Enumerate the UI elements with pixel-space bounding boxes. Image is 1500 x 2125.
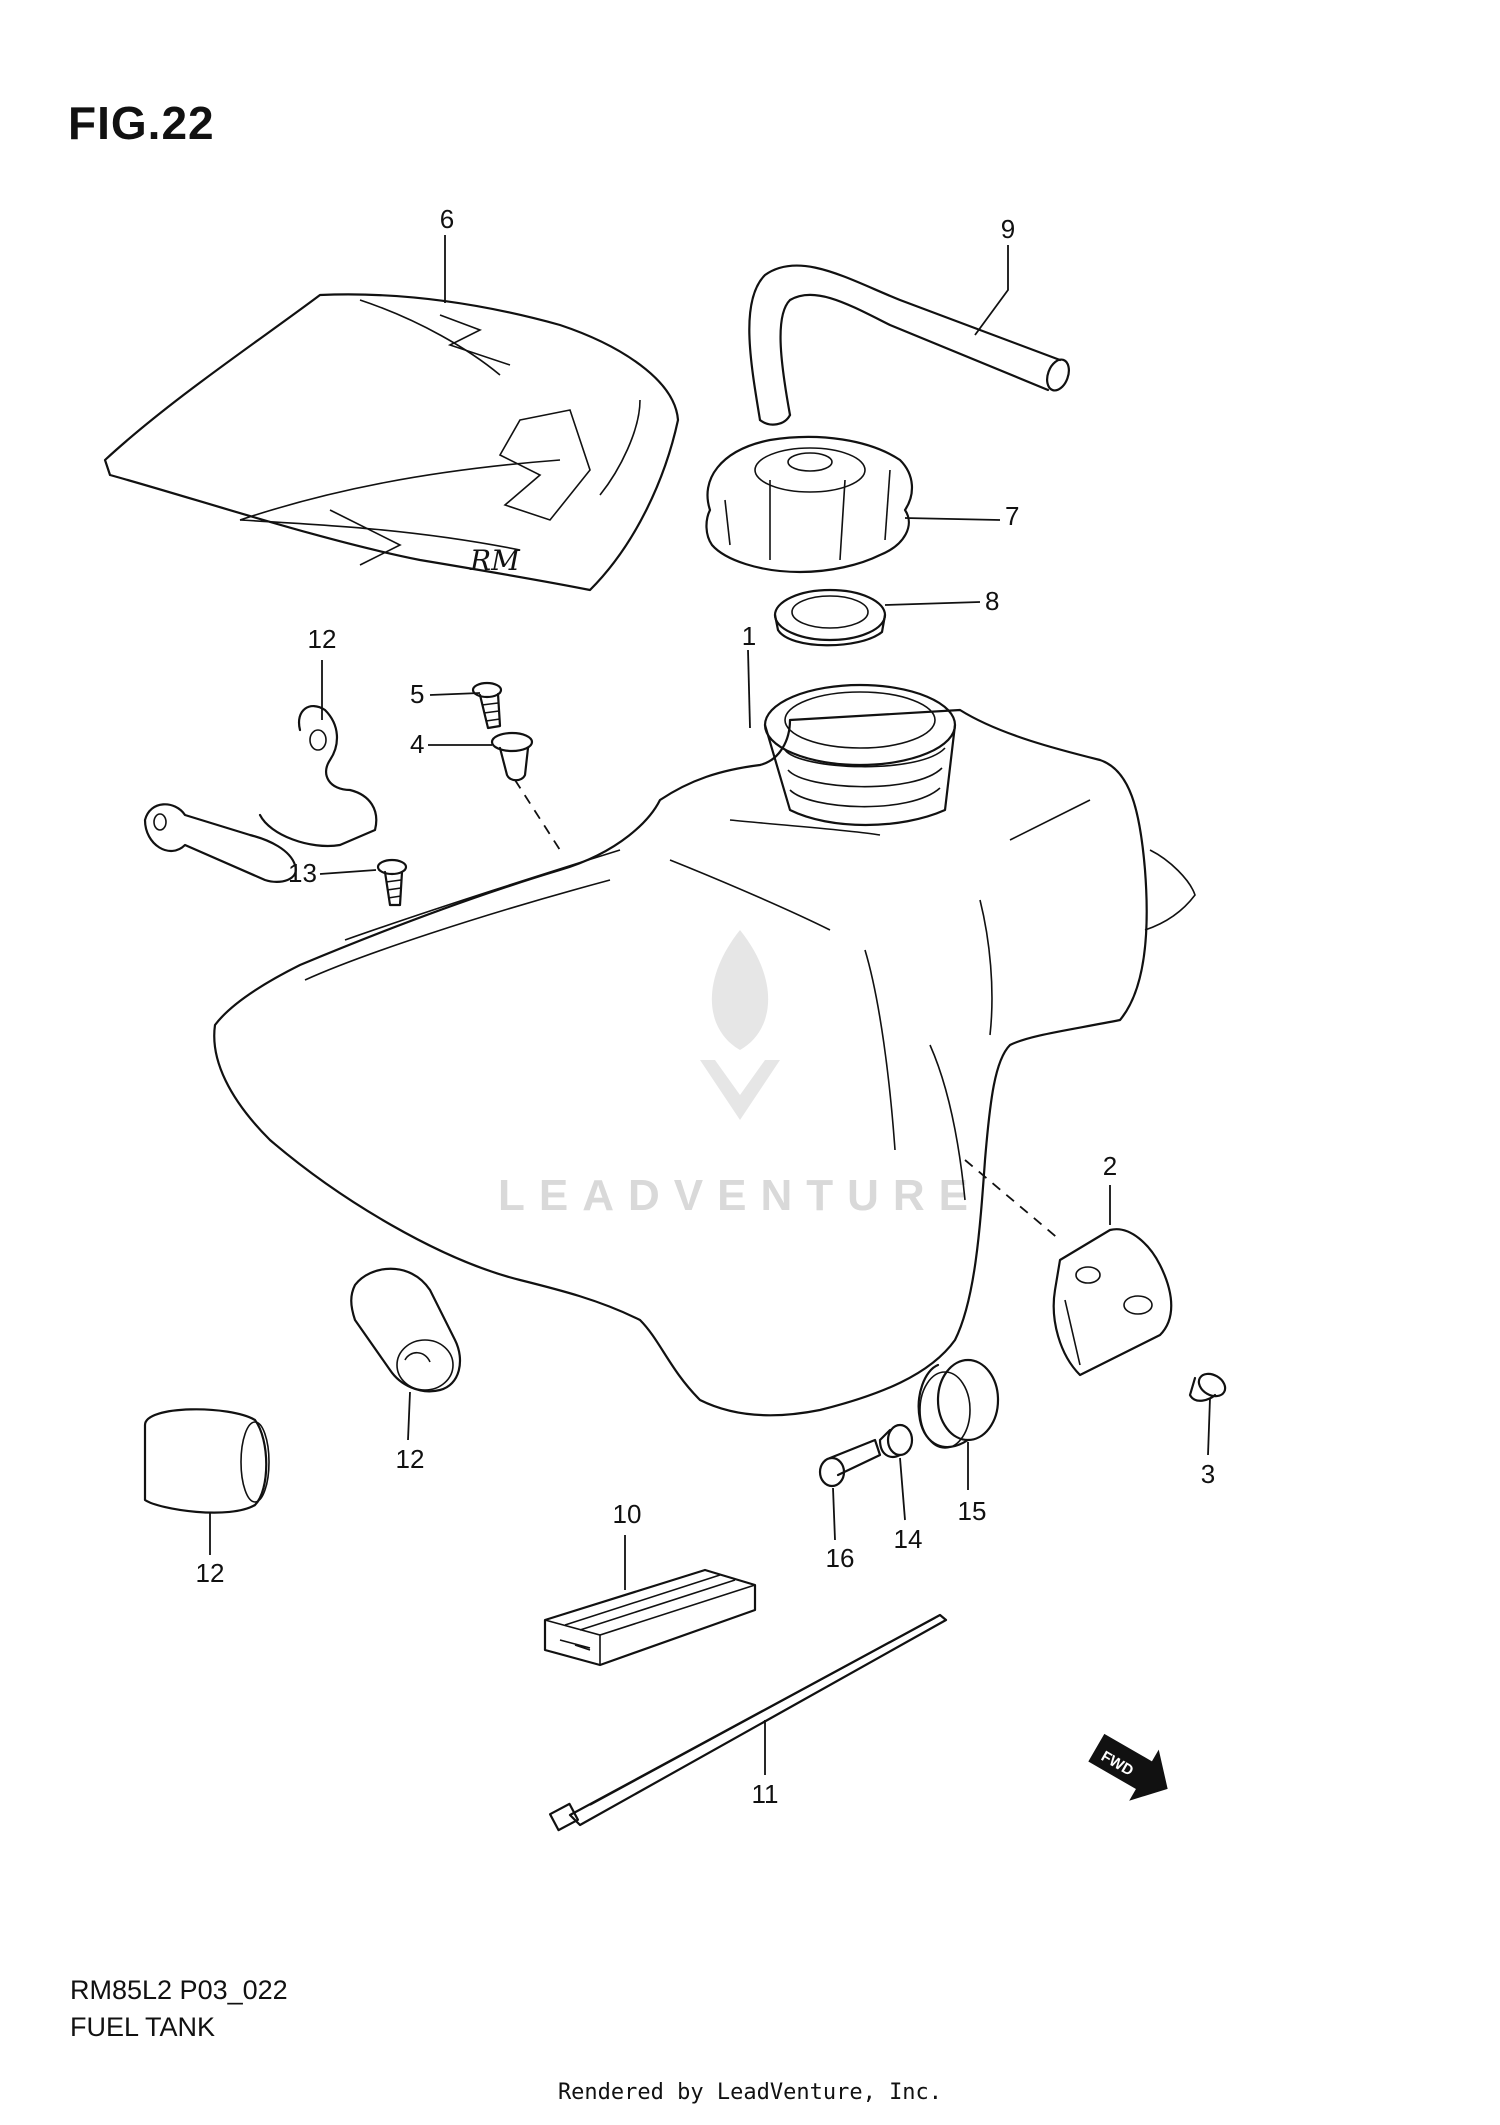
callout-7[interactable]: 7 [1005,501,1019,531]
diagram-code: RM85L2 P03_022 [70,1975,288,2005]
callout-13[interactable]: 12 [308,624,337,654]
part-11-cable-tie[interactable] [548,1613,948,1832]
part-5-screw[interactable] [471,681,503,730]
watermark-flame-icon [711,930,769,1050]
callout-1[interactable]: 1 [742,621,756,651]
part-2-tank-bracket[interactable] [1052,1228,1173,1377]
watermark-v-icon [700,1060,780,1120]
assembly-dash-line-4 [514,779,561,851]
part-10-cushion-pad[interactable] [543,1568,757,1667]
callout-15[interactable]: 14 [894,1524,923,1554]
assembly-dash-line-2 [964,1159,1061,1241]
part-8-cap-gasket[interactable] [773,588,887,647]
callout-2[interactable]: 2 [1103,1151,1117,1181]
fwd-arrow-icon: FWD [1088,1733,1168,1801]
part-12-cushion-right[interactable] [350,1267,462,1393]
watermark-text: LEADVENTURE [498,1171,982,1220]
callout-labels: 6 9 7 8 1 12 5 4 13 2 3 15 14 16 12 12 1… [196,204,1216,1809]
rm-emblem-text: RM [469,544,521,577]
callout-4[interactable]: 4 [410,729,424,759]
callout-10[interactable]: 10 [613,1499,642,1529]
part-12-cushion-left[interactable] [143,1408,270,1514]
part-13-hose-clamp[interactable] [143,705,378,883]
diagram-name: FUEL TANK [70,2012,216,2042]
part-7-fuel-cap[interactable] [705,435,913,574]
callout-9[interactable]: 9 [1001,214,1015,244]
figure-title: FIG.22 [68,97,215,149]
callout-12-left[interactable]: 12 [196,1558,225,1588]
part-1-fuel-tank[interactable] [213,683,1196,1417]
callout-3[interactable]: 3 [1201,1459,1215,1489]
part-3-bolt[interactable] [1188,1369,1229,1402]
part-15-collar[interactable] [878,1423,914,1458]
part-6-side-cover[interactable]: RM [103,293,680,592]
callout-17[interactable]: 16 [826,1543,855,1573]
part-16-cushion[interactable] [917,1358,1000,1449]
callout-16[interactable]: 15 [958,1496,987,1526]
callout-11[interactable]: 11 [752,1779,779,1809]
callout-8[interactable]: 8 [985,586,999,616]
part-14-screw[interactable] [376,858,408,907]
callout-6[interactable]: 6 [440,204,454,234]
part-4-grommet[interactable] [490,731,534,782]
callout-5[interactable]: 5 [410,679,424,709]
callout-14[interactable]: 13 [288,858,317,888]
leader-lines [209,235,1211,1775]
part-9-breather-hose[interactable] [748,264,1073,426]
part-17-bolt[interactable] [818,1438,882,1488]
callout-12-right[interactable]: 12 [396,1444,425,1474]
render-credit: Rendered by LeadVenture, Inc. [557,2080,943,2105]
leadventure-watermark: LEADVENTURE [498,930,982,1220]
